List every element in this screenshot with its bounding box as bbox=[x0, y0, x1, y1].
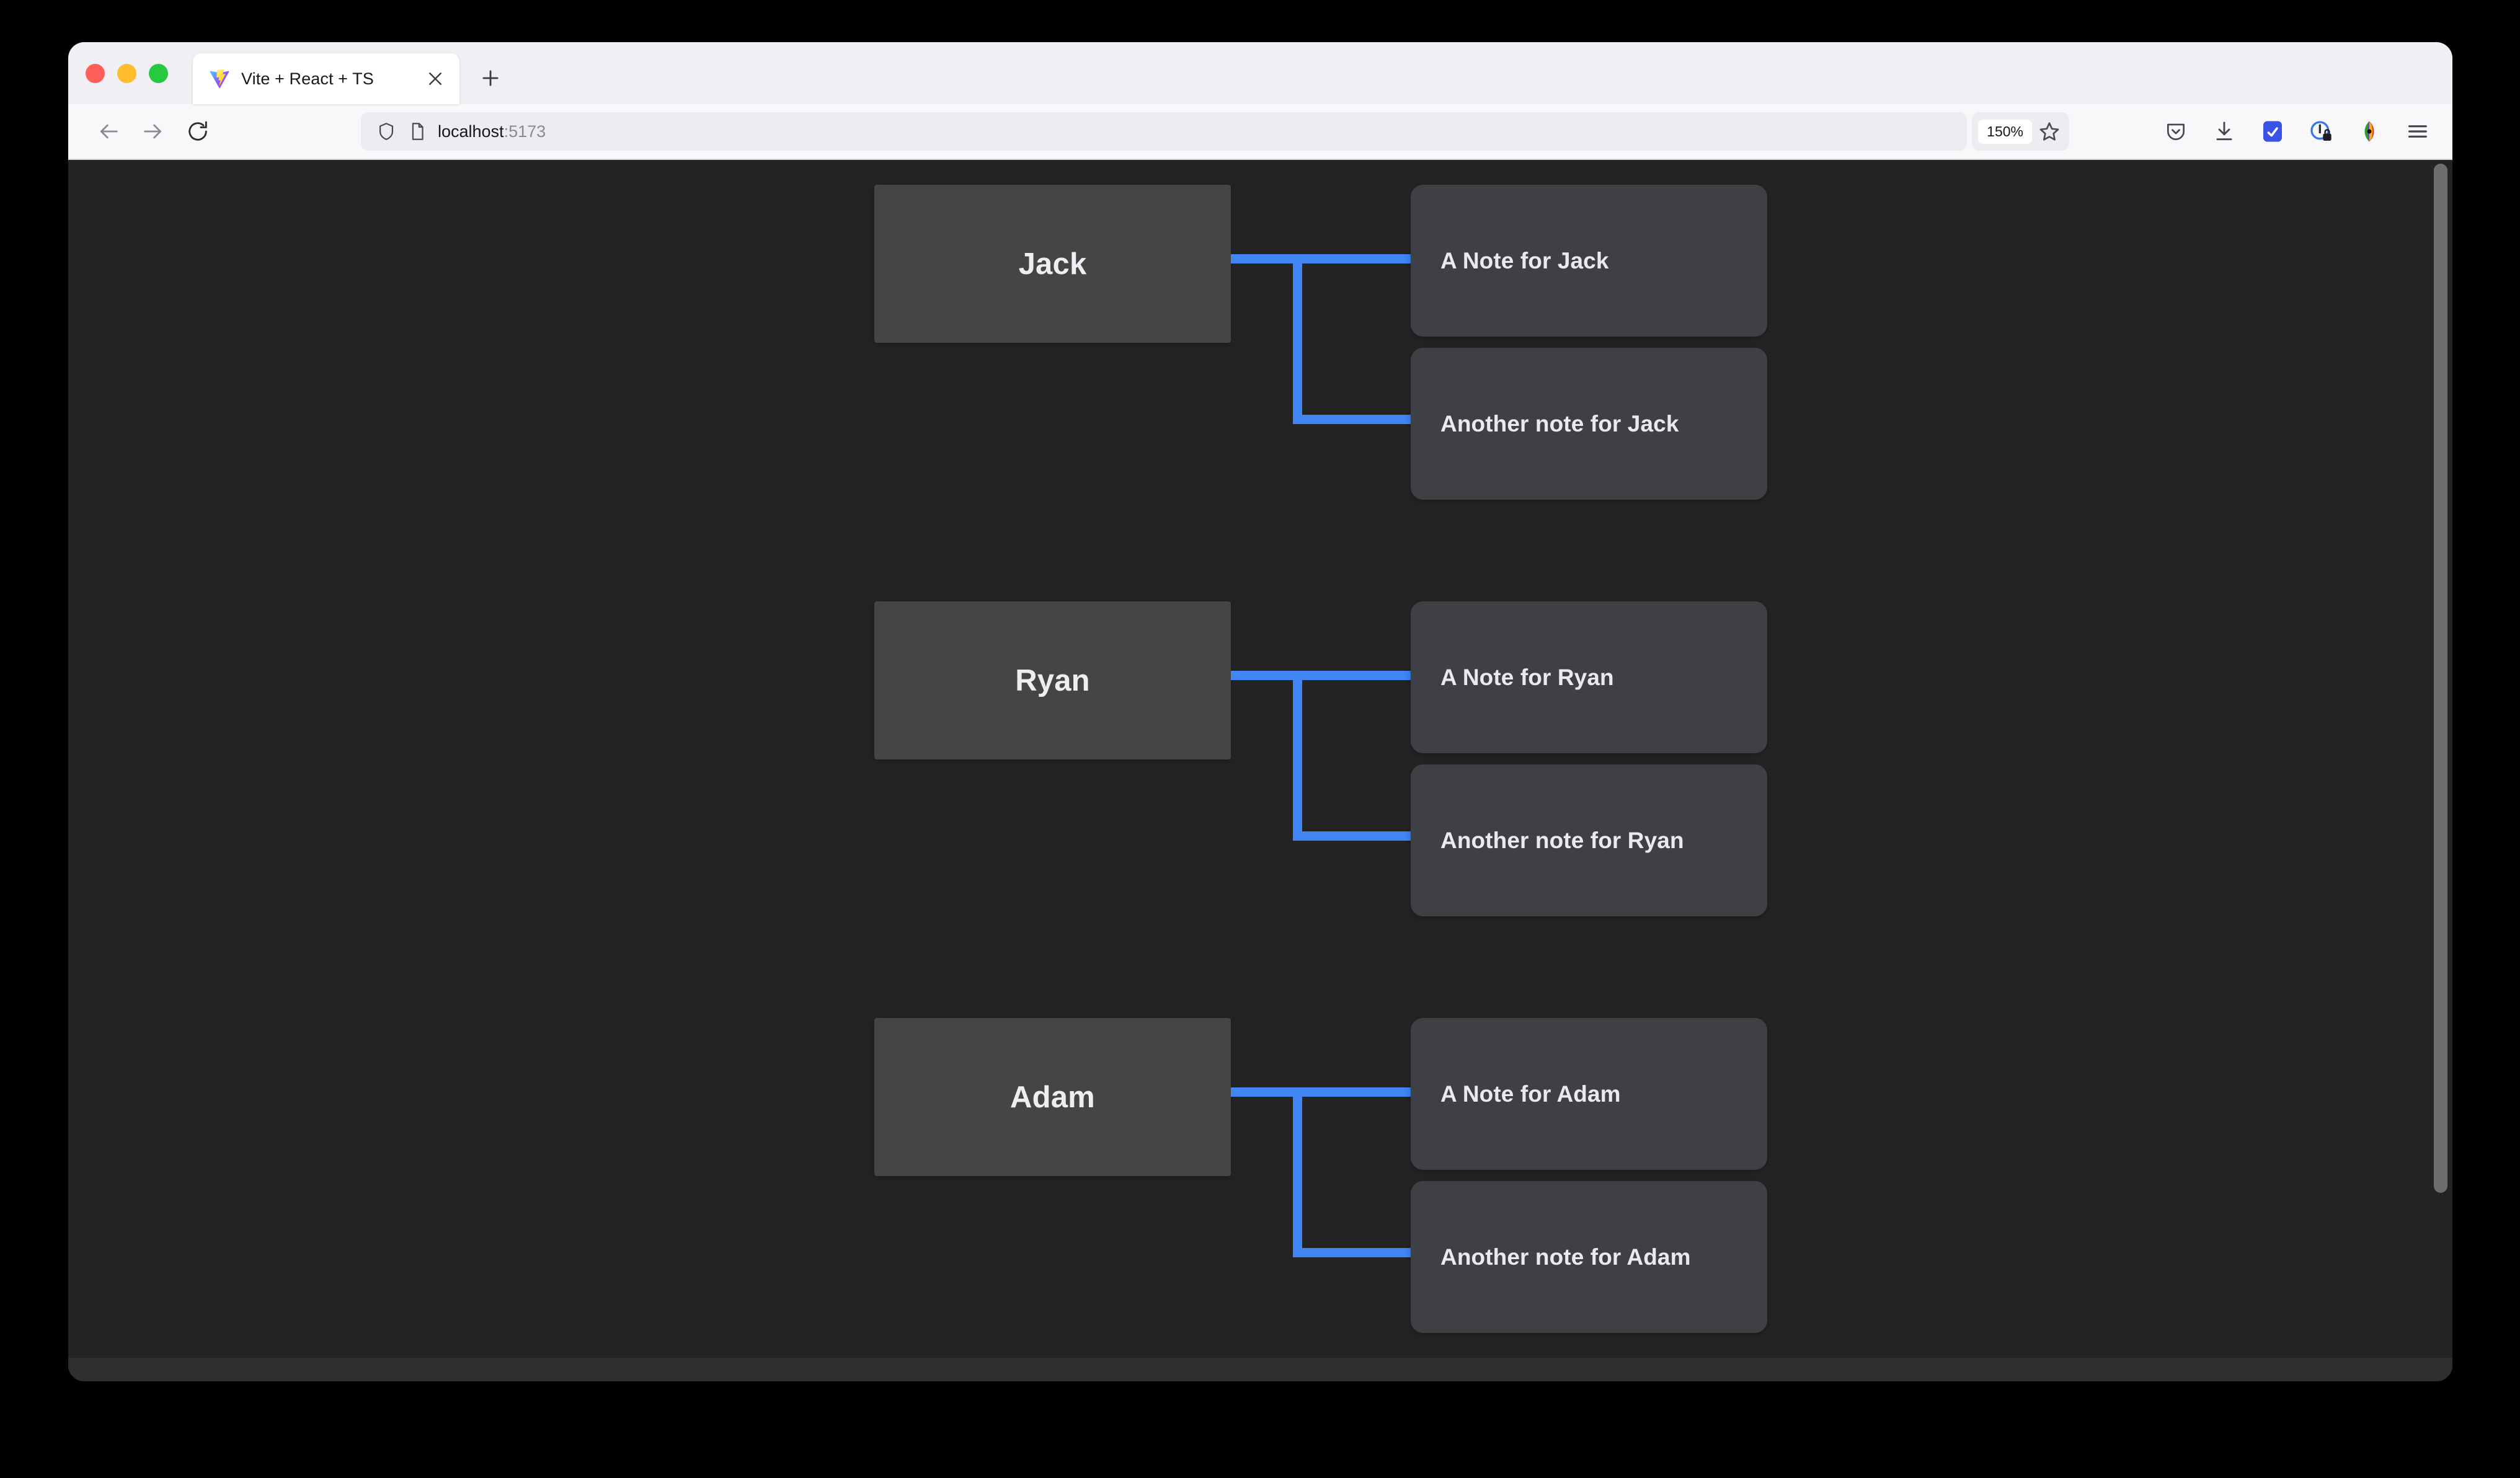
person-group-0: Jack A Note for Jack Another note for Ja… bbox=[874, 160, 1773, 500]
zoom-window-button[interactable] bbox=[149, 63, 168, 83]
connector-horizontal-top bbox=[1231, 671, 1411, 680]
url-address-bar[interactable]: localhost:5173 bbox=[361, 112, 1968, 151]
note-box[interactable]: Another note for Jack bbox=[1411, 348, 1767, 500]
new-tab-button[interactable] bbox=[473, 61, 508, 95]
forward-button-icon[interactable] bbox=[134, 112, 172, 151]
person-box[interactable]: Jack bbox=[874, 185, 1231, 343]
bookmark-star-icon[interactable] bbox=[2037, 119, 2062, 144]
page-content: Jack A Note for Jack Another note for Ja… bbox=[68, 160, 2452, 1381]
note-box[interactable]: Another note for Ryan bbox=[1411, 764, 1767, 916]
page-document-icon[interactable] bbox=[407, 121, 428, 142]
window-traffic-lights bbox=[86, 42, 193, 104]
note-box[interactable]: Another note for Adam bbox=[1411, 1181, 1767, 1333]
person-name: Jack bbox=[1018, 247, 1087, 281]
person-box[interactable]: Ryan bbox=[874, 601, 1231, 759]
connector-vertical bbox=[1293, 1087, 1302, 1250]
note-text: Another note for Ryan bbox=[1440, 827, 1684, 853]
privacy-lock-icon[interactable] bbox=[2307, 118, 2335, 145]
note-box[interactable]: A Note for Ryan bbox=[1411, 601, 1767, 753]
page-viewport: Jack A Note for Jack Another note for Ja… bbox=[68, 160, 2452, 1381]
back-button-icon[interactable] bbox=[89, 112, 128, 151]
note-text: A Note for Ryan bbox=[1440, 664, 1614, 690]
connector-vertical bbox=[1293, 254, 1302, 417]
zoom-level-indicator[interactable]: 150% bbox=[1978, 119, 2032, 144]
close-tab-icon[interactable] bbox=[425, 68, 446, 89]
note-text: A Note for Jack bbox=[1440, 247, 1609, 273]
browser-window: Vite + React + TS bbox=[68, 42, 2452, 1381]
pocket-save-icon[interactable] bbox=[2162, 118, 2189, 145]
note-text: Another note for Adam bbox=[1440, 1244, 1691, 1270]
url-text: localhost:5173 bbox=[438, 122, 546, 141]
browser-tab-title: Vite + React + TS bbox=[241, 69, 374, 88]
note-box[interactable]: A Note for Adam bbox=[1411, 1018, 1767, 1170]
zoom-and-bookmark-group: 150% bbox=[1972, 112, 2069, 151]
note-text: A Note for Adam bbox=[1440, 1081, 1621, 1107]
horizontal-scrollbar-track[interactable] bbox=[68, 1358, 2452, 1381]
person-group-2: Adam A Note for Adam Another note for Ad… bbox=[874, 993, 1773, 1333]
tab-strip: Vite + React + TS bbox=[68, 42, 2452, 104]
hamburger-menu-icon[interactable] bbox=[2404, 118, 2431, 145]
connector-vertical bbox=[1293, 671, 1302, 833]
person-name: Adam bbox=[1010, 1080, 1095, 1114]
connector-horizontal-top bbox=[1231, 254, 1411, 263]
url-port: :5173 bbox=[504, 122, 546, 141]
navigation-toolbar: localhost:5173 150% bbox=[68, 104, 2452, 160]
person-name: Ryan bbox=[1015, 663, 1090, 697]
shield-icon[interactable] bbox=[376, 121, 397, 142]
vite-logo-icon bbox=[210, 69, 229, 89]
downloads-icon[interactable] bbox=[2211, 118, 2238, 145]
url-host: localhost bbox=[438, 122, 504, 141]
person-box[interactable]: Adam bbox=[874, 1018, 1231, 1176]
close-window-button[interactable] bbox=[86, 63, 105, 83]
connector-horizontal-bottom bbox=[1293, 1248, 1411, 1257]
vertical-scrollbar-thumb[interactable] bbox=[2434, 164, 2447, 1193]
note-text: Another note for Jack bbox=[1440, 410, 1679, 436]
connector-horizontal-top bbox=[1231, 1087, 1411, 1097]
extension-blue-icon[interactable] bbox=[2259, 118, 2286, 145]
reload-button-icon[interactable] bbox=[179, 112, 217, 151]
color-wheel-icon[interactable] bbox=[2356, 118, 2383, 145]
note-box[interactable]: A Note for Jack bbox=[1411, 185, 1767, 337]
connector-horizontal-bottom bbox=[1293, 415, 1411, 424]
browser-tab-vite-react-ts[interactable]: Vite + React + TS bbox=[193, 53, 459, 104]
person-group-1: Ryan A Note for Ryan Another note for Ry… bbox=[874, 577, 1773, 916]
toolbar-icon-group bbox=[2162, 118, 2431, 145]
minimize-window-button[interactable] bbox=[117, 63, 136, 83]
connector-horizontal-bottom bbox=[1293, 831, 1411, 841]
vertical-scrollbar-track[interactable] bbox=[2429, 160, 2452, 1381]
